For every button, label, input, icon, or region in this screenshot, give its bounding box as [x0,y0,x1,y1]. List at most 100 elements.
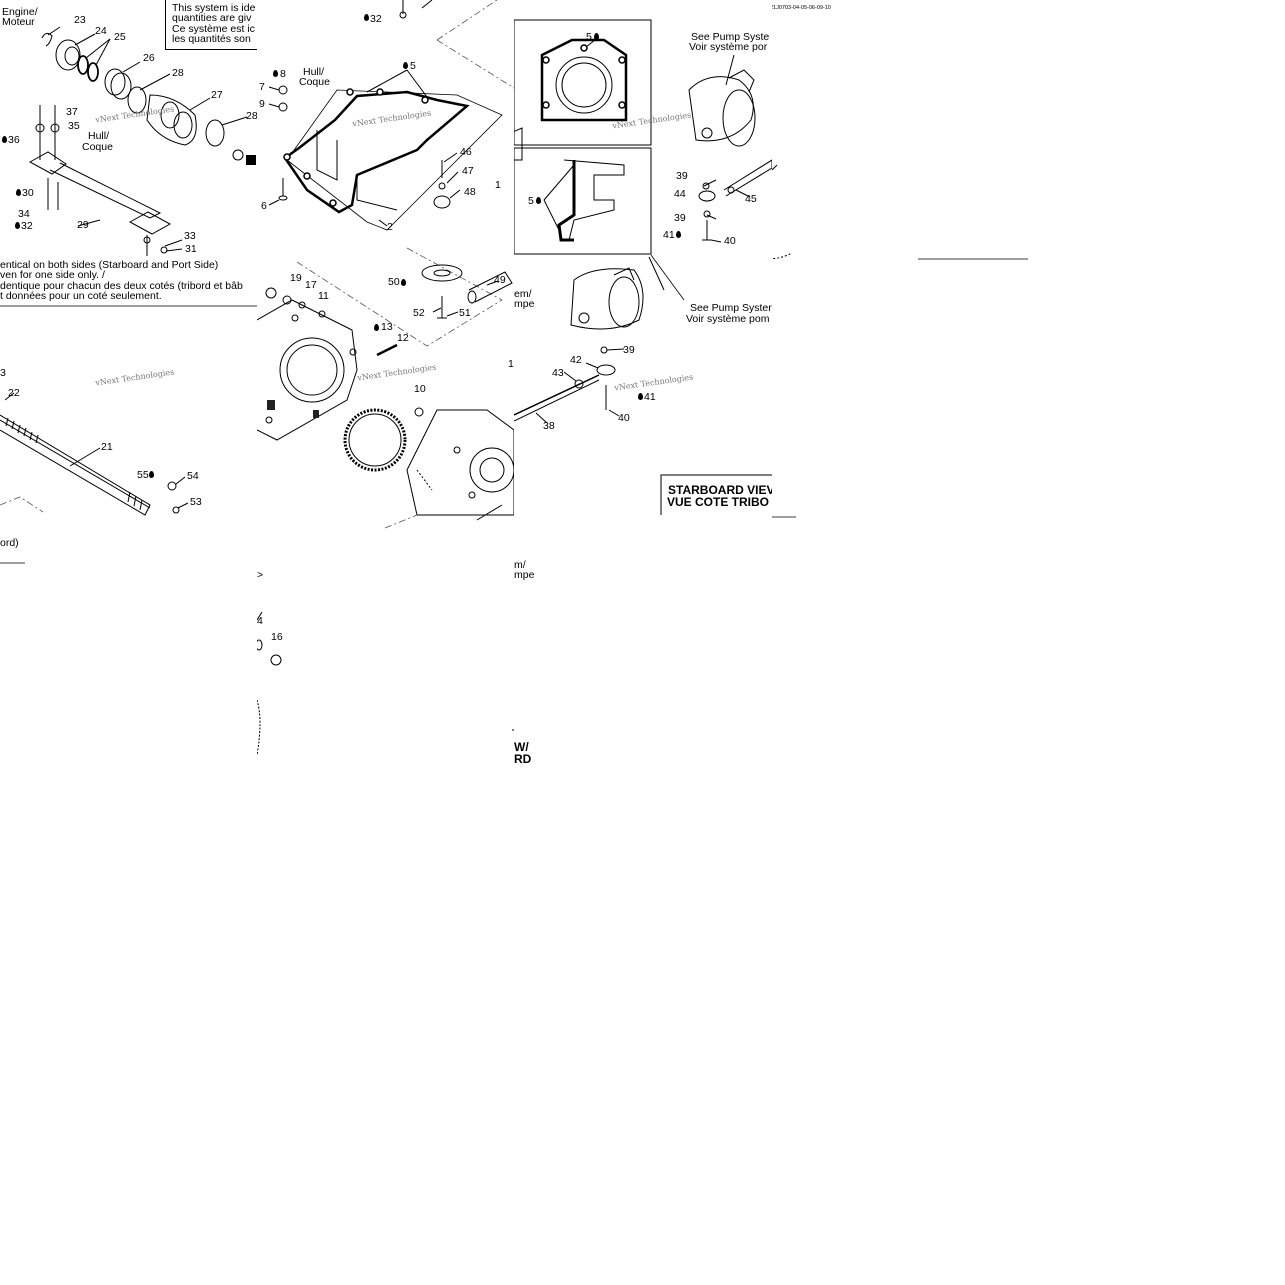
part-number: 2 [387,221,393,233]
part-number: 17 [305,279,317,291]
part-number: 52 [413,307,425,319]
label-stem: em/ [514,288,532,300]
part-number: 40 [618,412,630,424]
part-number: 36 [8,134,20,146]
part-number: 12 [397,332,409,344]
oil-drop-icon [536,197,541,204]
part-number: 29 [77,219,89,231]
part-number: 5 [528,195,534,207]
part-number: 38 [543,420,555,432]
label-coque: Coque [299,76,330,88]
part-number: 30 [22,187,34,199]
label-ord: ord) [0,537,19,549]
label-engine: Engine/ [2,6,38,18]
part-number: 16 [271,631,283,643]
part-number: 32 [370,13,382,25]
label-voir-pump: Voir système pom [686,313,770,325]
part-number: 47 [462,165,474,177]
note-bottom-line4: t données pour un coté seulement. [0,290,162,302]
part-number: 32 [21,220,33,232]
part-number: 5 [586,31,592,43]
view-fragment-line2: RD [514,752,532,766]
part-number: 39 [674,212,686,224]
part-number: 34 [18,208,30,220]
part-number: 48 [464,186,476,198]
part-number: 49 [494,274,506,286]
part-number: 51 [459,307,471,319]
part-number: 25 [114,31,126,43]
part-number: 26 [143,52,155,64]
note-top-line2: quantities are giv [172,12,252,24]
label-coque: Coque [82,141,113,153]
part-number: 54 [187,470,199,482]
note-box-top: This system is ide quantities are giv Ce… [165,0,257,50]
label-see-pump: See Pump Syster [690,302,772,314]
oil-drop-icon [149,471,154,478]
fragment-drawing [772,164,1028,518]
part-number: 39 [623,344,635,356]
part-number: 46 [460,146,472,158]
part-number: 11 [318,290,329,302]
diagram-tile-pump-system: 5 5 5 See Pump Syste Voir système por 39… [514,0,772,515]
part-number: 10 [414,383,426,395]
part-number: 45 [745,193,757,205]
note-top-line1: This system is ide [172,2,256,14]
part-number: 8 [280,68,286,80]
label-voir-pump: Voir système por [689,41,768,53]
label-mpe: mpe [514,298,535,310]
part-number: 35 [68,120,80,132]
oil-drop-icon [676,231,681,238]
part-number: 42 [570,354,582,366]
drawing-id: 21J0703-04-05-06-09-10 [772,5,831,11]
note-bottom-line2: ven for one side only. / [0,269,105,281]
part-number: 41 [644,391,656,403]
view-title-line2: VUE COTE TRIBO [667,495,770,509]
diagram-tile-drive-shaft: Engine/ Moteur 23 24 25 26 28 27 28 37 3… [0,0,257,566]
part-number: 23 [74,14,86,26]
label-moteur: Moteur [2,16,35,28]
label-stem: m/ [514,559,526,571]
part-number: 43 [552,367,564,379]
pump-system-drawing [514,19,772,515]
note-bottom-line1: entical on both sides (Starboard and Por… [0,259,219,271]
part-number: 28 [246,110,257,122]
part-number: 1 [495,179,501,191]
hull-plate-drawing [257,0,514,756]
view-title-line1: STARBOARD VIEV [668,483,772,497]
part-number: 39 [676,170,688,182]
part-number: 37 [66,106,78,118]
oil-drop-icon [16,189,21,196]
part-number: 21 [101,441,113,453]
view-fragment-line1: W/ [514,740,529,754]
oil-drop-icon [401,279,406,286]
diagram-tile-fragment: 21J0703-04-05-06-09-10 [772,0,1028,520]
part-number: 6 [261,200,267,212]
oil-drop-icon [374,324,379,331]
label-gt: > [257,569,264,581]
part-number: 1 [508,358,514,370]
part-number: 31 [185,243,197,255]
label-see-pump: See Pump Syste [691,31,770,43]
part-number: 50 [388,276,400,288]
part-number: 4 [257,615,263,627]
drive-shaft-drawing [0,26,257,564]
part-number: 7 [259,81,265,93]
part-number: 53 [190,496,202,508]
part-number: 55 [137,469,149,481]
part-number: 19 [290,272,302,284]
oil-drop-icon [2,136,7,143]
oil-drop-icon [273,70,278,77]
part-number: 33 [184,230,196,242]
oil-drop-icon [638,393,643,400]
oil-drop-icon [594,33,599,40]
part-number: 9 [259,98,265,110]
part-number: 22 [8,387,20,399]
part-number: 3 [0,367,6,379]
note-top-line4: les quantités son [172,33,251,45]
label-hull: Hull/ [88,130,110,142]
part-number: 13 [381,321,393,333]
part-number: 5 [410,60,416,72]
part-number: 24 [95,25,107,37]
note-bottom-line3: dentique pour chacun des deux cotés (tri… [0,280,243,292]
part-number: 28 [172,67,184,79]
